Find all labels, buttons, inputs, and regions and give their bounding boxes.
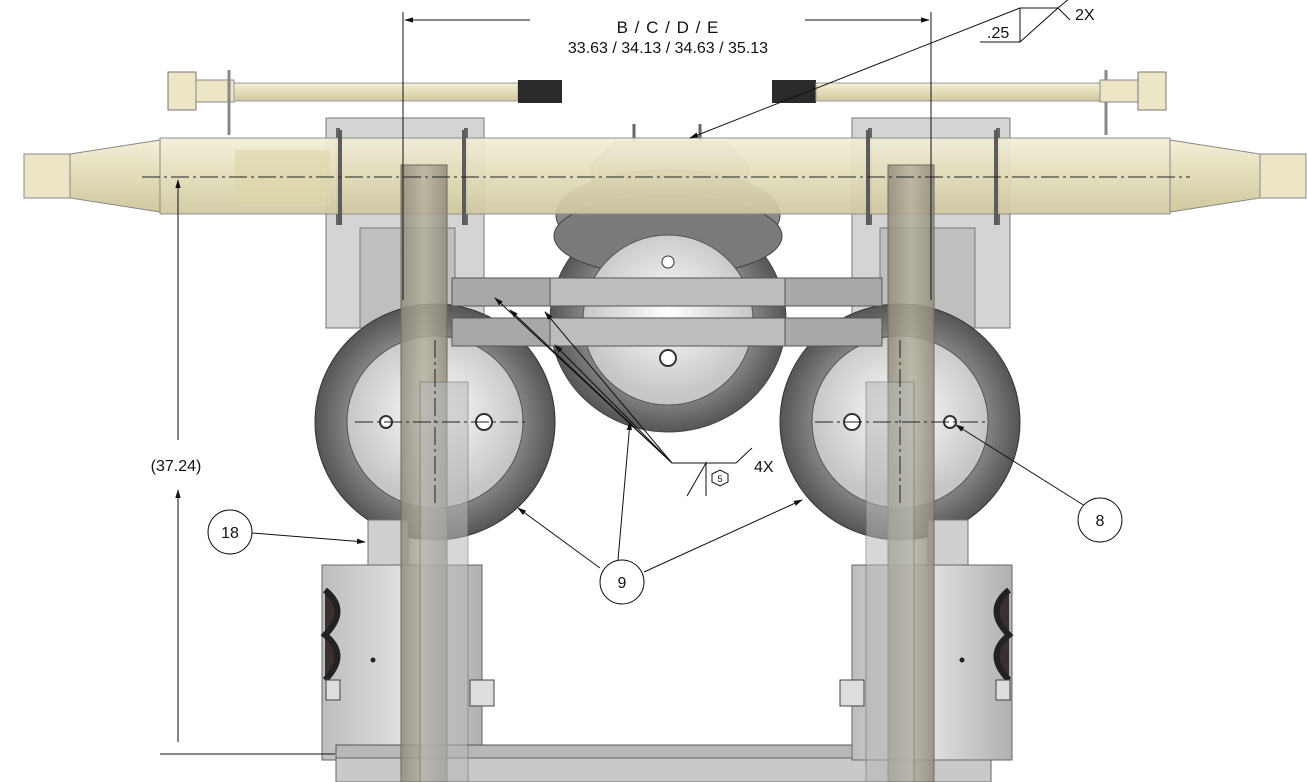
left-spline-shaft (167, 70, 562, 135)
balloon-8: 8 (955, 424, 1123, 543)
bottom-weld-callout: 5 4X (494, 297, 774, 497)
balloon-18-label: 18 (221, 525, 239, 542)
balloon-9: 9 (517, 421, 803, 605)
top-weld-callout: .25 2X (689, 0, 1095, 139)
width-dimension-header: B / C / D / E (617, 18, 720, 37)
height-dimension: (37.24) (151, 179, 335, 755)
height-dimension-value: (37.24) (151, 458, 202, 475)
top-weld-size: .25 (987, 25, 1009, 42)
top-weld-quantity: 2X (1075, 7, 1095, 24)
centerlines (142, 176, 1190, 505)
width-dimension: B / C / D / E 33.63 / 34.13 / 34.63 / 35… (402, 12, 932, 300)
bottom-weld-quantity: 4X (754, 459, 774, 476)
main-axle-tube (23, 137, 1307, 215)
balloon-8-label: 8 (1096, 513, 1105, 530)
bottom-weld-symbol: 5 (717, 474, 722, 484)
balloon-18: 18 (207, 509, 366, 555)
vertical-posts (400, 164, 935, 782)
right-spline-shaft (772, 70, 1167, 135)
cross-tubes (451, 277, 883, 347)
balloon-9-label: 9 (618, 575, 627, 592)
width-dimension-values: 33.63 / 34.13 / 34.63 / 35.13 (568, 40, 768, 57)
